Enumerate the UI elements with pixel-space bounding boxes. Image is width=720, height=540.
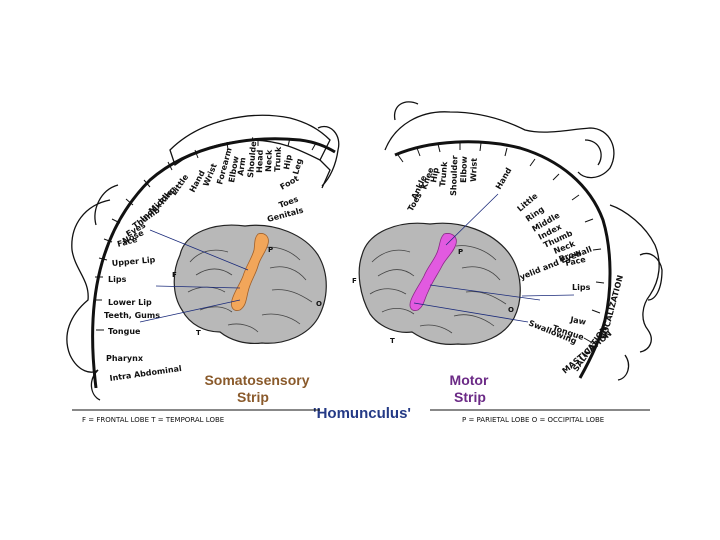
sensory-label: Tongue	[108, 327, 141, 336]
sensory-label: Trunk	[273, 146, 283, 172]
lobe-label-f: F	[172, 271, 177, 279]
lobe-label-t: T	[390, 337, 395, 345]
motor-label: VOCALIZATION	[599, 274, 625, 340]
motor-label: Trunk	[438, 161, 449, 188]
sensory-label: Foot	[279, 174, 301, 192]
somatosensory-strip	[231, 233, 269, 311]
lobe-label-f: F	[352, 277, 357, 285]
sensory-label: Face	[116, 235, 139, 249]
left-brain: P F O T	[139, 224, 327, 345]
lobe-label-p: P	[268, 246, 273, 254]
right-brain: P F O T	[352, 193, 575, 345]
sensory-label: Head	[255, 149, 265, 173]
motor-label: Jaw	[569, 315, 588, 327]
legend-right: P = PARIETAL LOBE O = OCCIPITAL LOBE	[462, 416, 604, 424]
motor-label: Hand	[494, 166, 514, 191]
motor-label: Elbow	[459, 155, 469, 183]
motor-label: Lips	[572, 283, 591, 292]
sensory-label: Teeth, Gums	[104, 311, 160, 320]
sensory-label: Neck	[264, 149, 274, 172]
lobe-label-p: P	[458, 248, 463, 256]
lobe-label-t: T	[196, 329, 201, 337]
motor-label: Hip	[429, 167, 441, 184]
sensory-label: Arm	[236, 157, 247, 177]
sensory-label: Lips	[108, 275, 127, 284]
lobe-label-o: O	[508, 306, 514, 314]
motor-label: Wrist	[469, 158, 479, 182]
sensory-label: Intra Abdominal	[109, 364, 182, 383]
sensory-label: Hip	[282, 154, 294, 171]
motor-label: Shoulder	[449, 155, 459, 196]
somatosensory-caption: Strip	[237, 389, 269, 405]
motor-caption: Motor	[450, 372, 489, 388]
sensory-label: Lower Lip	[108, 298, 152, 307]
sensory-label: Genitals	[266, 206, 304, 224]
motor-caption: Strip	[454, 389, 486, 405]
somatosensory-caption: Somatosensory	[204, 372, 309, 388]
lobe-label-o: O	[316, 300, 322, 308]
page-title: 'Homunculus'	[313, 405, 411, 422]
sensory-label: Pharynx	[106, 354, 144, 363]
sensory-label: Shoulder	[246, 137, 258, 178]
sensory-label: Upper Lip	[111, 255, 156, 268]
legend-left: F = FRONTAL LOBE T = TEMPORAL LOBE	[82, 416, 224, 424]
motor-strip	[409, 233, 457, 311]
sensory-label: Leg	[291, 157, 304, 175]
motor-label: Face	[565, 255, 588, 268]
